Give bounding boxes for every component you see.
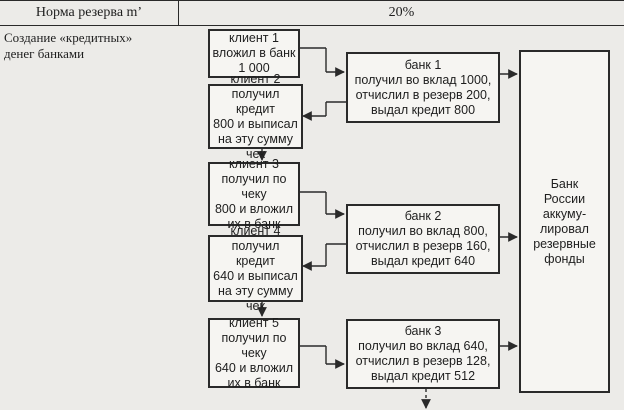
reserve-norm-value: 20% — [388, 5, 415, 20]
reserve-norm-row: Норма резерва m’ 20% — [0, 0, 624, 26]
bank-2-box: банк 2 получил во вклад 800, отчислил в … — [346, 204, 500, 274]
client-5-box: клиент 5 получил по чеку 640 и вложил их… — [208, 316, 300, 390]
client-3-box: клиент 3 получил по чеку 800 и вложил их… — [208, 157, 300, 231]
bank-3-box: банк 3 получил во вклад 640, отчислил в … — [346, 319, 500, 389]
reserve-norm-label: Норма резерва m’ — [0, 1, 179, 25]
client-1-box: клиент 1 вложил в банк 1 000 — [208, 29, 300, 78]
client-2-box: клиент 2 получил кредит 800 и выписал на… — [208, 72, 303, 161]
client-4-box: клиент 4 получил кредит 640 и выписал на… — [208, 224, 303, 313]
bank-1-box: банк 1 получил во вклад 1000, отчислил в… — [346, 52, 500, 123]
central-bank-box: Банк России аккуму- лировал резервные фо… — [519, 50, 610, 393]
diagram-caption: Создание «кредитных» денег банками — [4, 30, 133, 61]
